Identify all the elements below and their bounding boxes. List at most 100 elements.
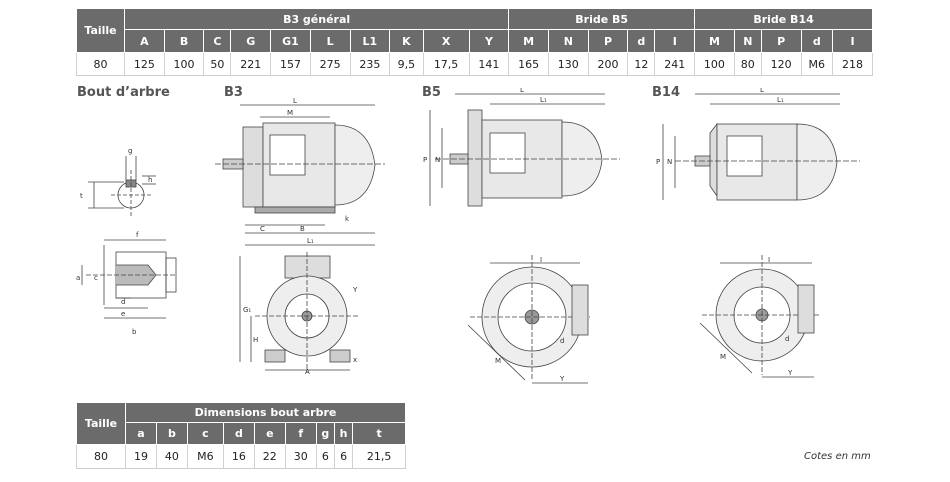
dim-b: b	[132, 328, 137, 336]
column-header: N	[547, 29, 589, 53]
dim-f: f	[136, 231, 139, 239]
b3-dim-b: B	[300, 225, 305, 233]
column-header: P	[587, 29, 629, 53]
b3-dim-a: A	[305, 368, 310, 376]
table-cell: 21,5	[352, 444, 406, 469]
table-cell: 125	[124, 52, 165, 76]
group-b5-header: Bride B5	[508, 8, 696, 30]
column-header: G1	[270, 29, 311, 53]
table-cell: 6	[315, 444, 335, 469]
dim-d: d	[121, 298, 125, 306]
column-header: d	[800, 29, 834, 53]
column-header: d	[222, 422, 255, 445]
table-cell: 241	[654, 52, 695, 76]
table-cell: 19	[125, 444, 157, 469]
table-cell: 80	[733, 52, 762, 76]
table-cell: 6	[333, 444, 353, 469]
column-header: d	[627, 29, 656, 53]
table-cell: 17,5	[422, 52, 470, 76]
b3-dim-k: k	[345, 215, 350, 223]
b3-dim-l: L	[293, 97, 297, 105]
group-b3-header: B3 général	[123, 8, 510, 30]
b3-dim-c: C	[260, 225, 265, 233]
b14-dim-d: d	[785, 335, 789, 343]
b5-dim-d: d	[560, 337, 564, 345]
b5-dim-l: L	[520, 88, 524, 94]
table-cell: 141	[468, 52, 509, 76]
b3-dim-l1: L₁	[307, 237, 314, 245]
b14-dim-l: L	[760, 88, 764, 94]
table-cell: 275	[309, 52, 350, 76]
taille-header-2: Taille	[76, 402, 126, 445]
table-cell: 221	[230, 52, 271, 76]
column-header: N	[733, 29, 762, 53]
table-cell: 12	[627, 52, 655, 76]
group-b14-header: Bride B14	[694, 8, 873, 30]
table-cell: 235	[349, 52, 390, 76]
table-cell: 16	[222, 444, 255, 469]
column-header: g	[315, 422, 335, 445]
table-cell: 218	[832, 52, 873, 76]
table-cell: 100	[694, 52, 735, 76]
b3-front-drawing: G₁ H A Y x	[239, 252, 360, 376]
column-header: X	[422, 29, 470, 53]
table-cell: 157	[270, 52, 311, 76]
table-cell: M6	[186, 444, 224, 469]
column-header: C	[203, 29, 232, 53]
column-header: a	[125, 422, 157, 445]
shaft-end-drawing: g h t f a c d e b	[76, 147, 177, 336]
dim-h: h	[148, 176, 152, 184]
column-header: P	[760, 29, 802, 53]
column-header: M	[694, 29, 735, 53]
b3-dim-y: Y	[352, 286, 358, 294]
table-cell: 50	[203, 52, 231, 76]
b5-side-drawing: L L₁ P N	[423, 88, 620, 207]
column-header: b	[155, 422, 188, 445]
column-header: I	[654, 29, 696, 53]
dim-t: t	[80, 192, 83, 200]
column-header: e	[253, 422, 286, 445]
dim-a: a	[76, 274, 80, 282]
b14-label: B14	[652, 85, 680, 100]
table-cell: 40	[155, 444, 188, 469]
b5-dim-i: I	[540, 256, 542, 264]
column-header: h	[333, 422, 354, 445]
table-cell: 120	[760, 52, 802, 76]
b5-front-drawing: I Y M d	[467, 255, 590, 384]
column-header: L1	[349, 29, 391, 53]
column-header: f	[284, 422, 317, 445]
table-cell: 165	[508, 52, 549, 76]
b3-label: B3	[224, 85, 243, 100]
column-header: A	[124, 29, 165, 53]
table-cell: 30	[284, 444, 317, 469]
table-cell: 22	[253, 444, 286, 469]
b14-dim-l1: L₁	[777, 96, 784, 104]
b5-dim-p: P	[423, 156, 427, 164]
table-cell: 200	[587, 52, 628, 76]
column-header: G	[230, 29, 272, 53]
dim-g: g	[128, 147, 132, 155]
table-cell: M6	[800, 52, 833, 76]
column-header: Y	[468, 29, 510, 53]
table-cell: 80	[76, 444, 126, 469]
b14-side-drawing: L L₁ P N	[656, 88, 860, 201]
b5-label: B5	[422, 85, 441, 100]
units-note: Cotes en mm	[804, 451, 871, 462]
dim-c: c	[94, 274, 98, 282]
b3-dim-m: M	[287, 109, 293, 117]
b3-dim-x: x	[353, 356, 357, 364]
shaft-group-header: Dimensions bout arbre	[125, 402, 406, 423]
dim-e: e	[121, 310, 125, 318]
table-cell: 130	[547, 52, 589, 76]
column-header: M	[508, 29, 549, 53]
column-header: t	[352, 422, 406, 445]
b5-dim-m: M	[495, 357, 501, 365]
column-header: L	[309, 29, 351, 53]
column-header: B	[163, 29, 205, 53]
b14-dim-y: Y	[787, 369, 793, 377]
b5-dim-y: Y	[559, 375, 565, 383]
b3-dim-g1: G₁	[243, 306, 251, 314]
b3-dim-h: H	[253, 336, 258, 344]
b5-dim-n: N	[435, 156, 440, 164]
